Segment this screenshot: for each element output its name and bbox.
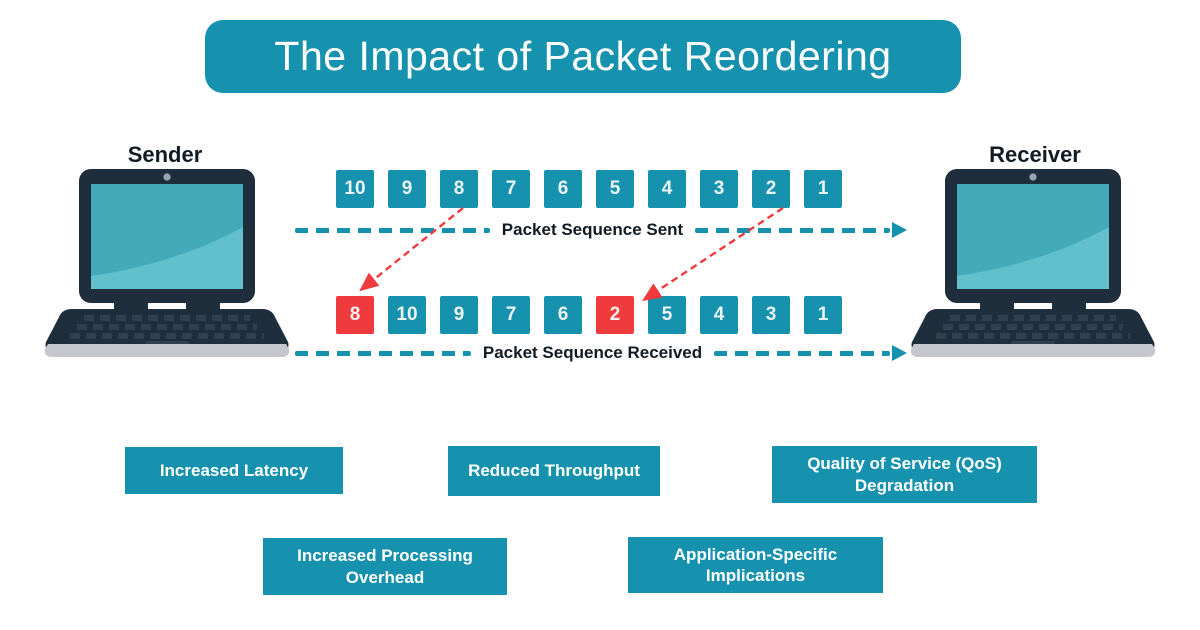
packet-1: 1 xyxy=(804,170,842,208)
packet-8-reordered: 8 xyxy=(336,296,374,334)
packet-4: 4 xyxy=(700,296,738,334)
packet-7: 7 xyxy=(492,296,530,334)
packet-10: 10 xyxy=(388,296,426,334)
impact-increased-latency: Increased Latency xyxy=(125,447,343,494)
page-title: The Impact of Packet Reordering xyxy=(274,33,892,79)
packet-8: 8 xyxy=(440,170,478,208)
packet-5: 5 xyxy=(596,170,634,208)
title-banner: The Impact of Packet Reordering xyxy=(205,20,961,93)
packet-4: 4 xyxy=(648,170,686,208)
dashed-line xyxy=(695,227,891,233)
receiver-laptop-illustration xyxy=(908,165,1158,365)
sender-laptop-illustration xyxy=(42,165,292,365)
packet-2-reordered: 2 xyxy=(596,296,634,334)
packet-3: 3 xyxy=(700,170,738,208)
packet-5: 5 xyxy=(648,296,686,334)
impact-application-specific: Application-Specific Implications xyxy=(628,537,883,593)
impact-qos-degradation: Quality of Service (QoS) Degradation xyxy=(772,446,1037,503)
sent-sequence-label: Packet Sequence Sent xyxy=(501,220,684,239)
sender-label: Sender xyxy=(127,142,203,167)
dashed-line xyxy=(295,350,471,356)
packet-9: 9 xyxy=(440,296,478,334)
packet-7: 7 xyxy=(492,170,530,208)
packet-3: 3 xyxy=(752,296,790,334)
received-sequence-label: Packet Sequence Received xyxy=(482,343,703,362)
packet-6: 6 xyxy=(544,296,582,334)
laptop-icon xyxy=(42,165,292,365)
packet-9: 9 xyxy=(388,170,426,208)
impact-processing-overhead: Increased Processing Overhead xyxy=(263,538,507,595)
right-arrowhead-icon xyxy=(892,222,908,238)
received-sequence-line: Packet Sequence Received xyxy=(295,341,908,365)
receiver-label: Receiver xyxy=(989,142,1081,167)
packet-10: 10 xyxy=(336,170,374,208)
packet-2: 2 xyxy=(752,170,790,208)
laptop-icon xyxy=(908,165,1158,365)
impact-reduced-throughput: Reduced Throughput xyxy=(448,446,660,496)
dashed-line xyxy=(295,227,490,233)
dashed-line xyxy=(714,350,891,356)
packet-6: 6 xyxy=(544,170,582,208)
sent-sequence-line: Packet Sequence Sent xyxy=(295,218,908,242)
packet-1: 1 xyxy=(804,296,842,334)
right-arrowhead-icon xyxy=(892,345,908,361)
